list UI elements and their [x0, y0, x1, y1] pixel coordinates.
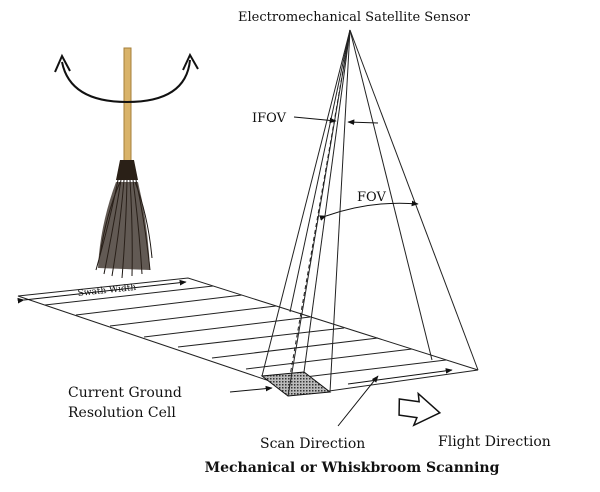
swath-width-arrow [17, 279, 187, 304]
sensor-label: Electromechanical Satellite Sensor [238, 10, 471, 25]
swath-width-label: Swath Width [77, 283, 137, 299]
current-cell-label-line1: Current Ground [68, 385, 182, 401]
rotation-arrow-icon [61, 59, 191, 104]
scan-direction-pointer [337, 375, 379, 427]
sensor-fov-pyramid [261, 29, 479, 397]
scan-direction-arrow [347, 368, 453, 385]
flight-direction-label: Flight Direction [438, 434, 551, 450]
ifov-pointer [293, 116, 337, 124]
rotation-arrowhead-right [182, 52, 199, 71]
broom-icon [95, 47, 153, 279]
flight-direction-arrow-icon [398, 391, 442, 427]
nadir-line [289, 29, 351, 377]
diagram-title: Mechanical or Whiskbroom Scanning [205, 460, 500, 476]
scan-direction-label: Scan Direction [260, 436, 365, 452]
ifov-label: IFOV [252, 111, 287, 126]
fov-arc [319, 200, 419, 221]
rotation-arrowhead-left [54, 53, 71, 73]
current-cell-label-line2: Resolution Cell [68, 405, 176, 421]
cell-pointer [229, 385, 273, 393]
fov-label: FOV [357, 190, 386, 205]
ifov-pointer-right [347, 119, 379, 126]
